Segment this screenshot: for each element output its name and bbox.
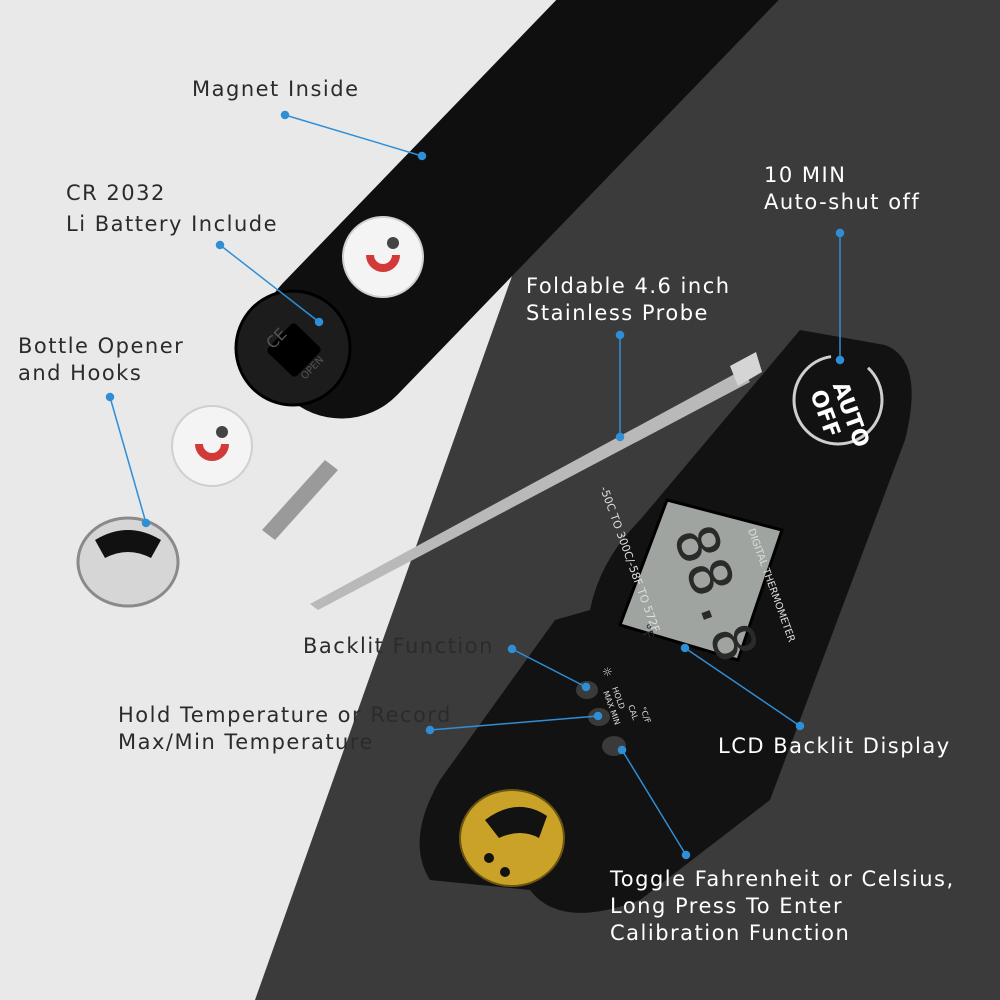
folded-probe-tip bbox=[262, 460, 338, 540]
bottle-opener-gold bbox=[459, 789, 565, 887]
label-lcd: LCD Backlit Display bbox=[718, 734, 951, 758]
bottle-opener-silver bbox=[76, 516, 180, 608]
magnet-sticker-bottom bbox=[171, 405, 253, 487]
label-battery-line2: Li Battery Include bbox=[66, 212, 279, 236]
callout-line-battery bbox=[219, 244, 320, 323]
probe-rod bbox=[310, 370, 750, 610]
label-backlit: Backlit Function bbox=[303, 634, 494, 658]
label-autooff-line2: Auto-shut off bbox=[764, 190, 921, 214]
label-toggle-line1: Toggle Fahrenheit or Celsius, bbox=[610, 867, 955, 891]
callout-line-lcd bbox=[684, 647, 801, 727]
callout-line-backlit bbox=[511, 648, 587, 688]
label-toggle-line3: Calibration Function bbox=[610, 921, 851, 945]
backlight-symbol: ☼ bbox=[602, 665, 613, 679]
lcd-unit: °F bbox=[636, 622, 656, 642]
probe-hinge bbox=[730, 352, 762, 386]
callout-lines bbox=[105, 110, 845, 860]
callout-line-opener bbox=[109, 396, 147, 524]
thermometer-front-view: AUTO OFF 88.8 °F -50C TO 300C/-58F TO 57… bbox=[310, 330, 912, 913]
label-battery-line1: CR 2032 bbox=[66, 181, 166, 205]
label-hold-line1: Hold Temperature or Record bbox=[118, 703, 452, 727]
label-opener-line2: and Hooks bbox=[18, 361, 143, 385]
callout-line-hold bbox=[429, 715, 599, 731]
callout-line-toggle bbox=[621, 749, 687, 856]
label-hold-line2: Max/Min Temperature bbox=[118, 730, 374, 754]
background-dark bbox=[255, 0, 1000, 1000]
label-magnet: Magnet Inside bbox=[192, 77, 360, 101]
label-autooff-line1: 10 MIN bbox=[764, 163, 847, 187]
magnet-sticker-top bbox=[342, 216, 424, 298]
label-probe-line1: Foldable 4.6 inch bbox=[526, 274, 731, 298]
callout-line-magnet bbox=[284, 114, 423, 157]
label-opener-line1: Bottle Opener bbox=[18, 334, 185, 358]
label-toggle-line2: Long Press To Enter bbox=[610, 894, 844, 918]
battery-slot bbox=[267, 323, 321, 377]
label-probe-line2: Stainless Probe bbox=[526, 301, 709, 325]
thermometer-back-view: CE OPEN bbox=[76, 0, 812, 608]
